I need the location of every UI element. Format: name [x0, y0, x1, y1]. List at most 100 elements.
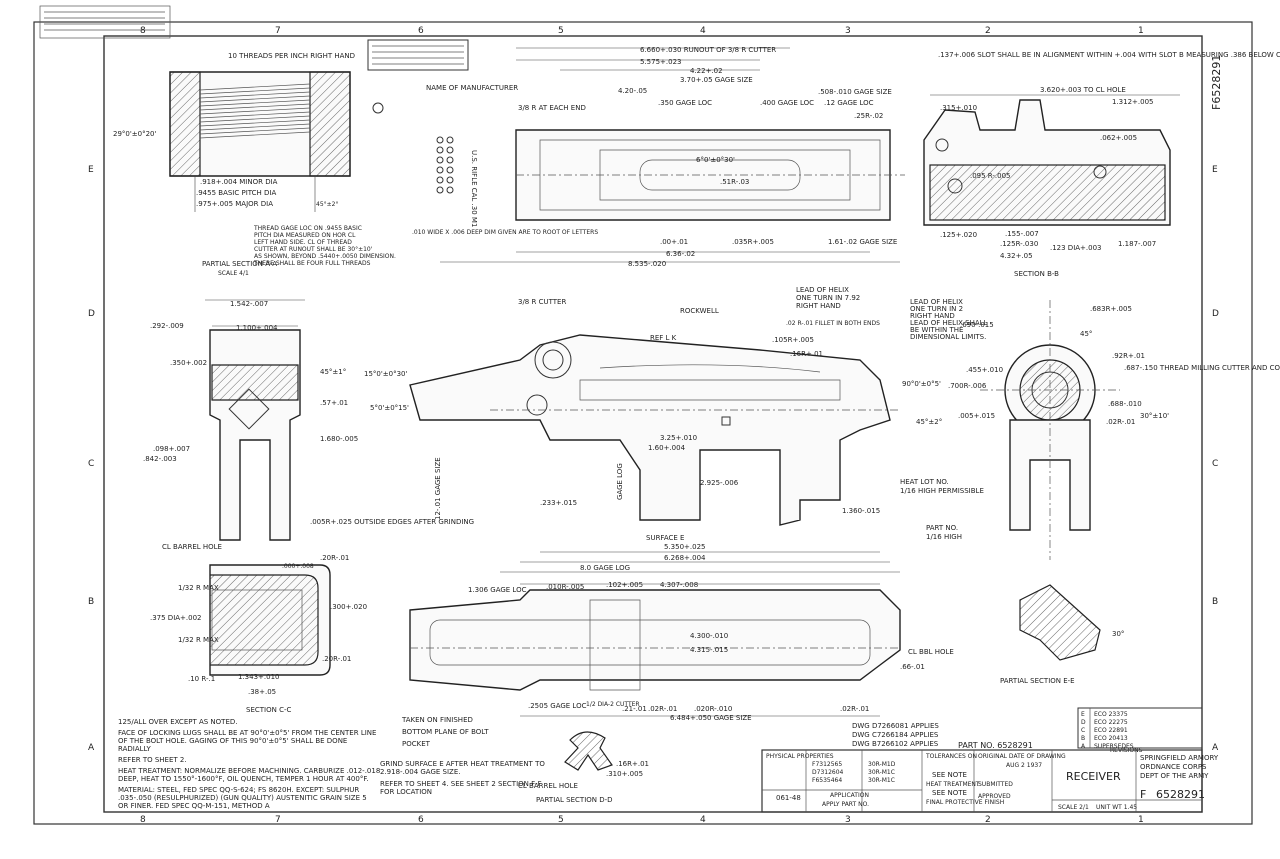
- cc-dim-15: .38+.05: [248, 688, 276, 696]
- zone-row-left-label: A: [88, 743, 95, 753]
- zone-col-bottom-label: 8: [140, 815, 146, 825]
- note-box: [367, 39, 469, 71]
- ee-angle: 30°: [1112, 630, 1124, 638]
- applies-line: DWG B7266102 APPLIES: [852, 740, 939, 748]
- general-note: REFER TO SHEET 2.: [118, 756, 187, 764]
- cc-dim-11: .000+.008: [282, 563, 314, 570]
- tb-size: F: [1140, 788, 1146, 801]
- top-dim-12: .51R-.03: [720, 178, 749, 186]
- section-aa-view: [169, 71, 351, 212]
- tb-part-model: 30R-M1D: [868, 761, 896, 768]
- tb-submitted: SUBMITTED: [978, 781, 1013, 788]
- revision-text: ECO 22275: [1094, 719, 1128, 726]
- top-dim-3: 4.22+.02: [690, 67, 723, 75]
- zone-col-top-label: 7: [275, 26, 281, 36]
- main-dim-4: 1.360-.015: [842, 507, 880, 515]
- main-dim-6: 6.268+.004: [664, 554, 706, 562]
- main-dim-8: 12-.01 GAGE SIZE: [434, 457, 442, 520]
- main-dim-233: .233+.015: [540, 499, 577, 507]
- section-cc-title: SECTION C-C: [246, 706, 291, 714]
- taken-note-line: TAKEN ON FINISHED: [401, 716, 473, 724]
- surface-e-label: SURFACE E: [646, 534, 684, 542]
- zone-col-bottom-label: 7: [275, 815, 281, 825]
- part-no-line: PART NO.: [926, 524, 958, 532]
- cc-dim-2: 1.100+.004: [236, 324, 278, 332]
- revision-letter: C: [1081, 727, 1085, 734]
- end-dim-5: .688-.010: [1108, 400, 1142, 408]
- radius-105: .105R+.005: [772, 336, 814, 344]
- revision-text: ECO 22891: [1094, 727, 1128, 734]
- tb-title: RECEIVER: [1066, 770, 1121, 783]
- tb-part-model: 30R-M1C: [868, 777, 895, 784]
- tb-original-date: ORIGINAL DATE OF DRAWING: [978, 753, 1066, 760]
- top-dim-7: .400 GAGE LOC: [760, 99, 814, 107]
- revision-letter: A: [1081, 743, 1086, 750]
- section-cc-view: [205, 299, 305, 541]
- cc-dim-1: 1.542-.007: [230, 300, 268, 308]
- cc-dim-3: .292-.009: [150, 322, 184, 330]
- thread-angle-label: 29°0'±0°20': [113, 130, 157, 138]
- zone-col-top-label: 6: [418, 26, 424, 36]
- zone-row-left-label: B: [88, 597, 94, 607]
- rockwell-label: ROCKWELL: [680, 307, 719, 315]
- fillet-label: .02 R-.01 FILLET IN BOTH ENDS: [786, 320, 880, 327]
- bb-dim-7: .155-.007: [1005, 230, 1039, 238]
- zone-row-right-label: A: [1212, 743, 1219, 753]
- bb-dim-4: 1.312+.005: [1112, 98, 1154, 106]
- lead-helix-2-line: LEAD OF HELIX SHALL: [910, 319, 988, 327]
- top-dim-11: 6°0'±0°30': [696, 156, 735, 164]
- section-dd-title: PARTIAL SECTION D-D: [536, 796, 613, 804]
- thread-gage-line: CUTTER AT RUNOUT SHALL BE 30°±10': [254, 246, 373, 253]
- end-dim-1: .690-.015: [960, 321, 994, 329]
- us-rifle-label: U.S. RIFLE CAL .30 M1: [470, 150, 478, 227]
- main-dim-1: 3.25+.010: [660, 434, 697, 442]
- zone-col-bottom-label: 2: [985, 815, 991, 825]
- top-dim-16: 6.36-.02: [666, 250, 695, 258]
- angle-5: 5°0'±0°15': [370, 404, 409, 412]
- zone-col-top-label: 4: [700, 26, 706, 36]
- part-no-label: PART NO. 6528291: [958, 741, 1033, 750]
- bb-dim-6: .095 R-.005: [970, 172, 1011, 180]
- heat-lot-line: 1/16 HIGH PERMISSIBLE: [900, 487, 984, 495]
- top-dim-10: .25R-.02: [854, 112, 883, 120]
- bb-dim-10: 1.187-.007: [1118, 240, 1156, 248]
- thread-gage-line: THREAD GAGE LOC ON .9455 BASIC: [253, 225, 362, 232]
- zone-col-top-label: 8: [140, 26, 146, 36]
- main-side-view: [409, 334, 900, 573]
- heat-lot-note: HEAT LOT NO.1/16 HIGH PERMISSIBLE: [900, 478, 984, 495]
- dd-dim-2: .310+.005: [606, 770, 643, 778]
- bb-dim-9: .123 DIA+.003: [1050, 244, 1102, 252]
- general-note: MATERIAL: STEEL, FED SPEC QQ-S-624; FS 8…: [118, 786, 367, 810]
- thread-pitch-label: .9455 BASIC PITCH DIA: [196, 189, 276, 197]
- cc-max-2: 1/32 R MAX: [178, 636, 219, 644]
- lead-helix-2-line: LEAD OF HELIX: [910, 298, 963, 306]
- bb-dim-2: 3.620+.003 TO CL HOLE: [1040, 86, 1126, 94]
- top-dim-5: 4.20-.05: [618, 87, 647, 95]
- zone-col-bottom-label: 5: [558, 815, 564, 825]
- tb-code: 061-48: [776, 794, 801, 802]
- end-angle-30: 30°±10': [1140, 412, 1169, 420]
- revision-letter: B: [1081, 735, 1085, 742]
- dd-barrel: CL BARREL HOLE: [518, 782, 578, 790]
- tb-org-line: SPRINGFIELD ARMORY: [1140, 754, 1219, 762]
- bb-dim-8: .125R-.030: [1000, 240, 1038, 248]
- top-view: [436, 47, 905, 263]
- general-note: HEAT TREATMENT: NORMALIZE BEFORE MACHINI…: [118, 767, 380, 783]
- thread-gage-line: THERE SHALL BE FOUR FULL THREADS: [253, 260, 371, 267]
- lower-dim-13: .02R-.01: [840, 705, 869, 713]
- thread-minor-label: .918+.004 MINOR DIA: [200, 178, 278, 186]
- thread-gage-line: PITCH DIA MEASURED ON HOR CL: [254, 232, 356, 239]
- part-no-line: 1/16 HIGH: [926, 533, 962, 541]
- tb-physical: PHYSICAL PROPERTIES: [766, 753, 834, 760]
- end-dim-6: .700R-.006: [948, 382, 987, 390]
- cc-dim-12: .300+.020: [330, 603, 367, 611]
- note-box-lines: [372, 45, 464, 65]
- lower-dim-12: .020R-.010: [694, 705, 732, 713]
- section-bb-view: [923, 94, 1180, 226]
- tb-part-model: 30R-M1C: [868, 769, 895, 776]
- tb-see-note-2: SEE NOTE: [932, 789, 967, 797]
- zone-row-left-label: C: [88, 459, 94, 469]
- angle-45: 45°±2°: [916, 418, 942, 426]
